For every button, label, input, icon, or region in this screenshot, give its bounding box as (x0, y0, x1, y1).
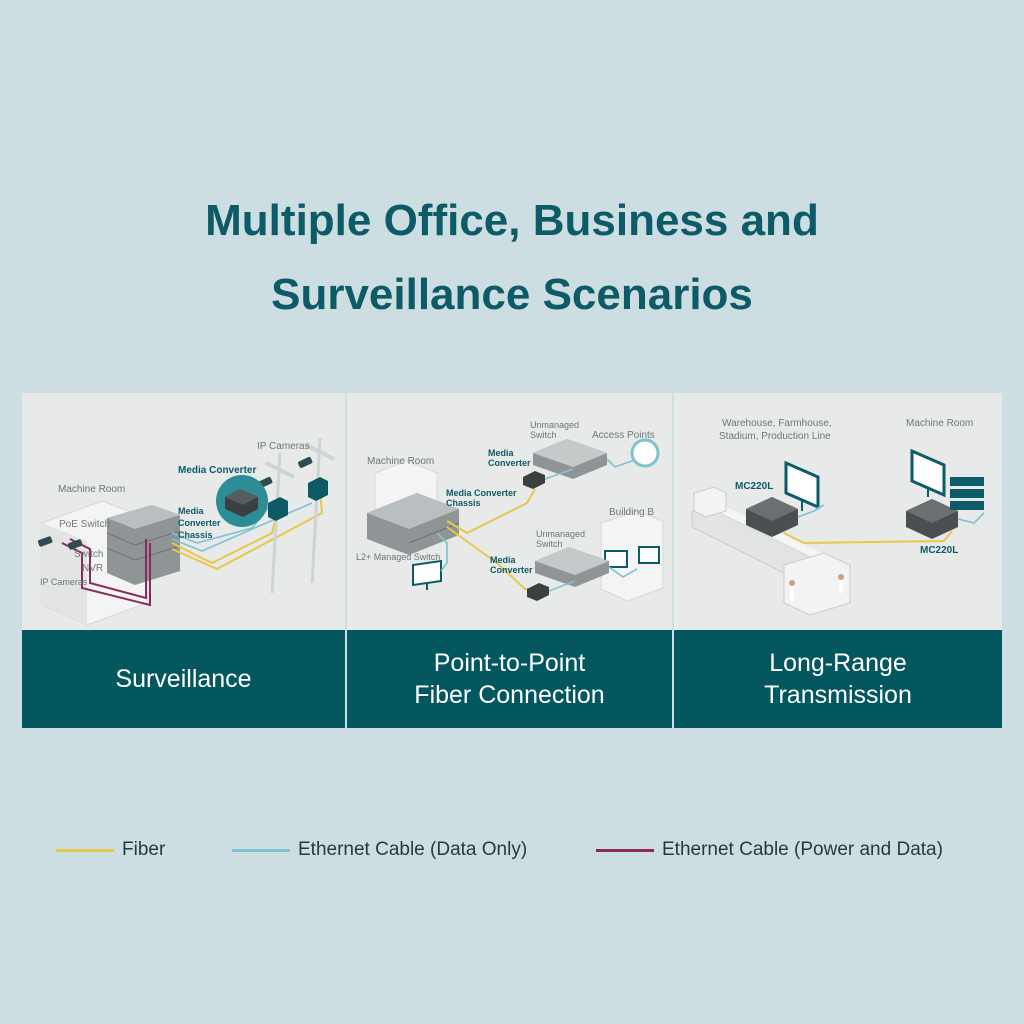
label-building-b: Building B (609, 507, 655, 518)
production-machine (783, 552, 851, 616)
legend-ethernet-power-swatch (596, 848, 654, 852)
legend-ethernet-data-swatch (232, 848, 290, 852)
point-to-point-caption-line-2: Fiber Connection (414, 681, 605, 709)
point-to-point-illustration: Machine Room Unmanaged Switch Access Poi… (347, 393, 672, 630)
label-media-converter-bottom-1: Media (490, 555, 516, 565)
label-l2-managed-switch: L2+ Managed Switch (356, 552, 441, 562)
media-converter-top (523, 471, 545, 489)
legend-ethernet-power: Ethernet Cable (Power and Data) (596, 838, 943, 862)
label-access-points: Access Points (592, 430, 655, 441)
fiber-cable-2 (171, 490, 324, 571)
pole-media-converter-2 (308, 477, 328, 501)
page-title-line-2: Surveillance Scenarios (271, 270, 753, 319)
scenario-panels: Machine Room PoE Switch Switch NVR IP Ca… (22, 393, 1002, 728)
label-unmanaged-switch-bottom-1: Unmanaged (536, 529, 586, 539)
long-range-caption-line-1: Long-Range (769, 649, 907, 677)
camera-icon (298, 456, 313, 468)
legend-fiber: Fiber (56, 838, 165, 862)
monitor-icon (910, 448, 946, 498)
chassis-top (107, 505, 180, 529)
long-range-illustration: Warehouse, Farmhouse, Stadium, Productio… (674, 393, 1002, 630)
fiber-cable-top (446, 488, 536, 535)
label-machine-room: Machine Room (58, 484, 126, 495)
server-icon (950, 477, 984, 486)
label-machine-room: Machine Room (906, 418, 974, 429)
surveillance-illustration: Machine Room PoE Switch Switch NVR IP Ca… (22, 393, 345, 630)
label-ip-cameras-top: IP Cameras (257, 441, 310, 452)
label-nvr: NVR (82, 563, 104, 574)
access-point-icon (630, 438, 660, 468)
label-chassis-1: Media (178, 506, 204, 516)
surveillance-caption-band: Surveillance (22, 630, 345, 728)
long-range-panel: Warehouse, Farmhouse, Stadium, Productio… (674, 393, 1002, 728)
monitor-icon (604, 550, 628, 568)
poe-cable-2 (69, 538, 147, 600)
point-to-point-caption-line-1: Point-to-Point (433, 649, 586, 677)
legend-fiber-swatch (56, 848, 114, 852)
label-chassis-2: Chassis (446, 498, 481, 508)
label-chassis-2: Converter (178, 518, 221, 528)
building-side (42, 523, 87, 625)
camera-icon (37, 536, 53, 547)
poe-cable-1 (61, 542, 151, 607)
monitor-icon (412, 559, 442, 587)
label-warehouse-1: Warehouse, Farmhouse, (722, 418, 832, 429)
label-machine-room: Machine Room (367, 456, 435, 467)
label-chassis-1: Media Converter (446, 488, 517, 498)
surveillance-diagram (37, 437, 335, 626)
media-converter-bottom (527, 583, 549, 601)
label-media-converter-top-1: Media (488, 448, 514, 458)
fiber-long-range (783, 530, 953, 545)
label-unmanaged-switch-top-1: Unmanaged (530, 420, 580, 430)
monitor-icon (784, 460, 820, 510)
label-switch: Switch (74, 549, 104, 560)
legend-ethernet-data: Ethernet Cable (Data Only) (232, 838, 527, 862)
surveillance-panel: Machine Room PoE Switch Switch NVR IP Ca… (22, 393, 345, 728)
label-mc220l-left: MC220L (735, 481, 774, 492)
label-chassis-3: Chassis (178, 530, 213, 540)
legend-fiber-label: Fiber (122, 839, 166, 860)
camera-icon (67, 539, 83, 550)
label-mc220l-right: MC220L (920, 545, 959, 556)
pole-media-converter-1 (268, 497, 288, 521)
long-range-caption-line-2: Transmission (764, 681, 912, 709)
point-to-point-caption-band: Point-to-Point Fiber Connection (347, 630, 672, 728)
label-unmanaged-switch-bottom-2: Switch (536, 539, 563, 549)
long-range-caption-band: Long-Range Transmission (674, 630, 1002, 728)
building-b (600, 510, 664, 602)
label-media-converter: Media Converter (178, 465, 257, 476)
label-media-converter-top-2: Converter (488, 458, 531, 468)
point-to-point-diagram (367, 438, 664, 602)
legend-ethernet-data-label: Ethernet Cable (Data Only) (298, 839, 528, 860)
monitor-icon (638, 546, 660, 564)
surveillance-caption: Surveillance (115, 665, 252, 693)
page-title-line-1: Multiple Office, Business and (205, 196, 819, 245)
label-unmanaged-switch-top-2: Switch (530, 430, 557, 440)
legend-ethernet-power-label: Ethernet Cable (Power and Data) (662, 839, 943, 860)
label-warehouse-2: Stadium, Production Line (719, 431, 831, 442)
label-ip-cameras-left: IP Cameras (40, 577, 88, 587)
long-range-diagram (691, 448, 985, 616)
label-media-converter-bottom-2: Converter (490, 565, 533, 575)
label-poe-switch: PoE Switch (59, 519, 111, 530)
point-to-point-panel: Machine Room Unmanaged Switch Access Poi… (347, 393, 672, 728)
